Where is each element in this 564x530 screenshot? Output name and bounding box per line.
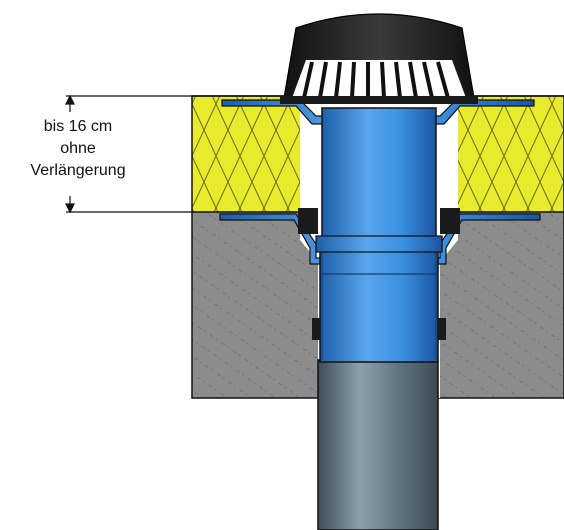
drain-body-lower	[319, 249, 439, 363]
dimension-label-line1: bis 16 cm	[43, 118, 113, 135]
dimension-indicator	[65, 94, 192, 214]
down-pipe	[317, 359, 439, 530]
clamp-ring-lower	[312, 318, 446, 340]
dimension-label-line3: Verlängerung	[30, 162, 126, 179]
clamp-ring-upper	[298, 208, 460, 234]
dimension-label-line2: ohne	[60, 140, 96, 157]
drain-body-upper	[315, 107, 443, 253]
dome-grate	[280, 13, 478, 104]
upper-drain-flange	[221, 99, 535, 125]
